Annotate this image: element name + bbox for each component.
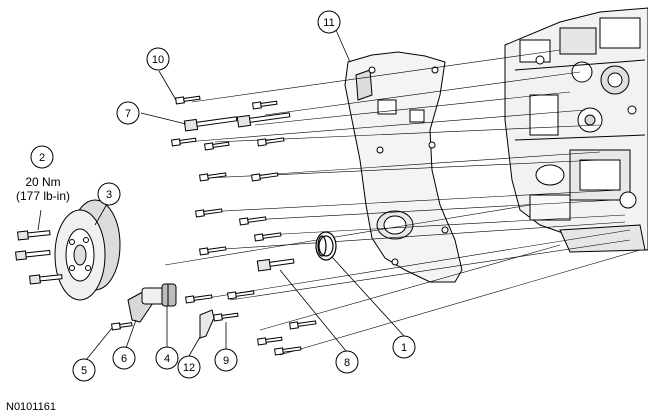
front-crankshaft-seal bbox=[315, 231, 337, 261]
callout-5: 5 bbox=[72, 358, 96, 382]
engine-front-cover bbox=[344, 51, 463, 283]
callout-1: 1 bbox=[392, 335, 416, 359]
pulley-bolts bbox=[15, 230, 63, 285]
svg-text:7: 7 bbox=[125, 108, 131, 120]
stud-12 bbox=[199, 309, 215, 339]
explosion-lines bbox=[164, 49, 641, 356]
callout-8: 8 bbox=[335, 350, 359, 374]
callout-2: 2 bbox=[30, 145, 54, 169]
callout-4: 4 bbox=[155, 346, 179, 370]
svg-text:11: 11 bbox=[323, 17, 334, 29]
svg-text:8: 8 bbox=[344, 357, 350, 369]
sensor-bracket bbox=[127, 283, 177, 323]
leader-lines bbox=[37, 29, 405, 361]
callout-7: 7 bbox=[116, 101, 140, 125]
svg-text:3: 3 bbox=[106, 189, 112, 201]
callout-10: 10 bbox=[146, 47, 170, 71]
callout-3: 3 bbox=[97, 182, 121, 206]
svg-text:9: 9 bbox=[223, 355, 229, 367]
torque-metric: 20 Nm bbox=[25, 175, 60, 189]
engine-block bbox=[504, 7, 648, 253]
svg-text:4: 4 bbox=[164, 353, 170, 365]
svg-text:5: 5 bbox=[81, 365, 87, 377]
svg-text:6: 6 bbox=[121, 353, 127, 365]
callout-6: 6 bbox=[112, 346, 136, 370]
figure-id: N0101161 bbox=[6, 401, 56, 413]
svg-text:12: 12 bbox=[183, 362, 195, 374]
callout-12: 12 bbox=[177, 355, 201, 379]
crankshaft-pulley bbox=[54, 199, 121, 301]
svg-text:2: 2 bbox=[39, 152, 45, 164]
callout-9: 9 bbox=[214, 348, 238, 372]
callout-11: 11 bbox=[317, 10, 341, 34]
svg-text:10: 10 bbox=[152, 54, 164, 66]
svg-text:1: 1 bbox=[401, 342, 407, 354]
torque-imperial: (177 lb-in) bbox=[16, 189, 70, 203]
